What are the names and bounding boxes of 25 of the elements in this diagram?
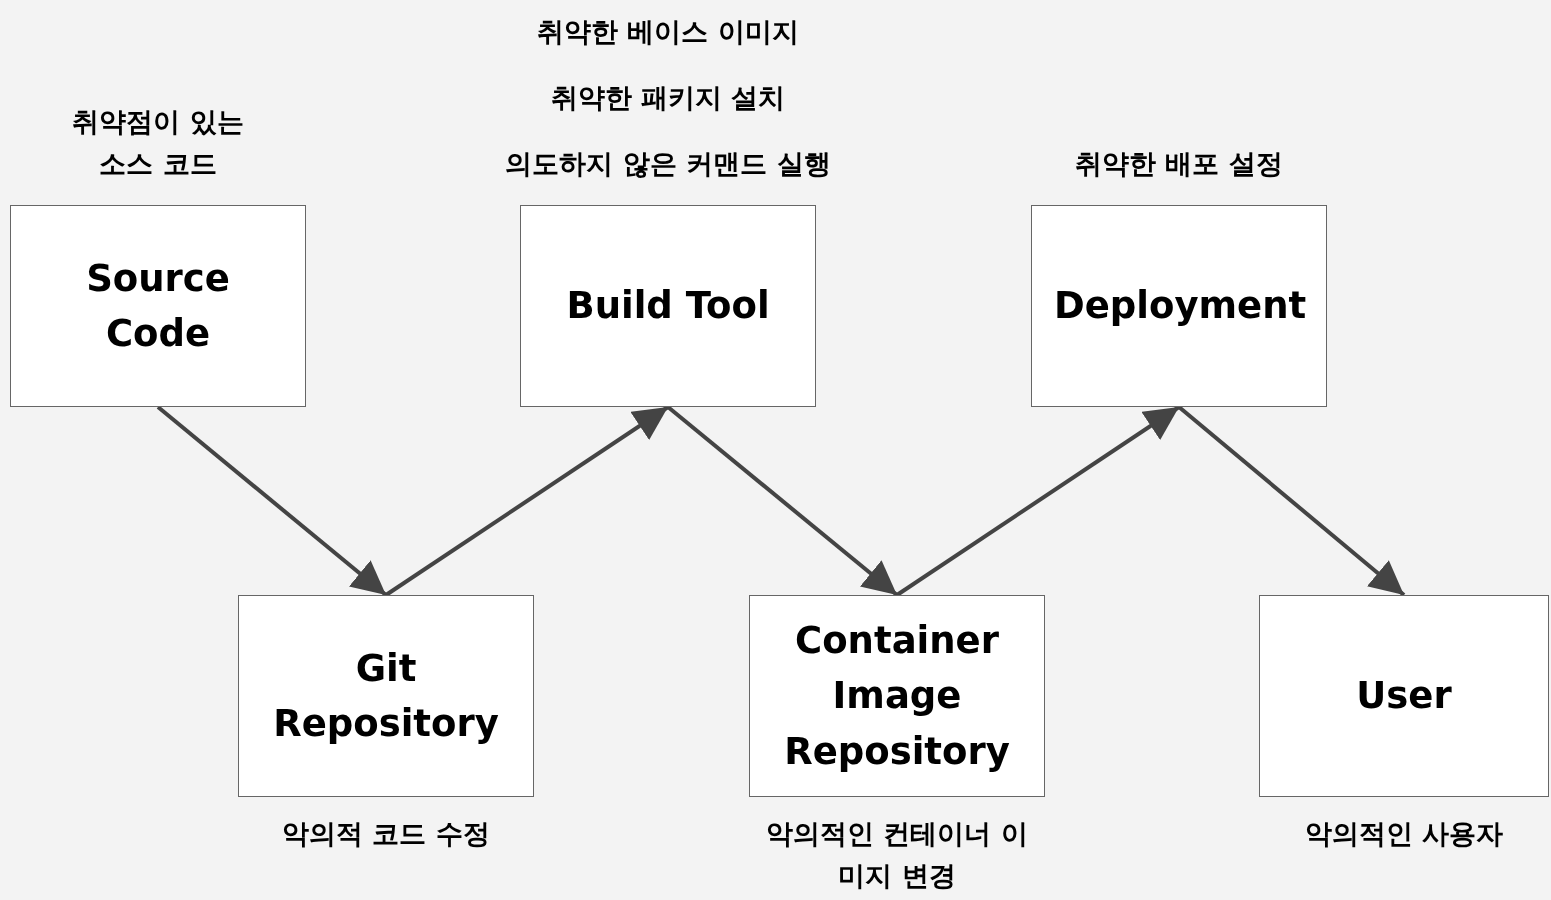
arrow: [895, 405, 1181, 597]
arrow: [1177, 405, 1406, 597]
box-label: Build Tool: [566, 283, 770, 330]
box-label: Source Code: [85, 255, 231, 357]
annotation-text: 취약한 베이스 이미지: [537, 15, 799, 50]
process-box: [238, 595, 534, 797]
process-box: [10, 205, 306, 407]
annotation-text: 악의적인 컨테이너 이미지 변경: [765, 817, 1029, 893]
process-box: [520, 205, 816, 407]
annotation-text: 취약한 배포 설정: [1075, 147, 1283, 182]
annotation-text: 취약점이 있는 소스 코드: [71, 105, 245, 182]
arrow: [666, 405, 899, 597]
annotation-text: 의도하지 않은 커맨드 실행: [505, 147, 831, 182]
box-label: Container Image Repository: [783, 617, 1011, 775]
box-label: Git Repository: [272, 645, 500, 747]
arrow: [156, 405, 388, 597]
box-label: Deployment: [1054, 283, 1304, 330]
process-box: [1259, 595, 1549, 797]
process-box: [1031, 205, 1327, 407]
annotation-text: 악의적인 사용자: [1304, 817, 1504, 851]
process-box: [749, 595, 1045, 797]
annotation-text: 악의적 코드 수정: [282, 817, 490, 851]
box-label: User: [1356, 673, 1452, 720]
arrow: [384, 405, 670, 597]
annotation-text: 취약한 패키지 설치: [550, 81, 786, 116]
